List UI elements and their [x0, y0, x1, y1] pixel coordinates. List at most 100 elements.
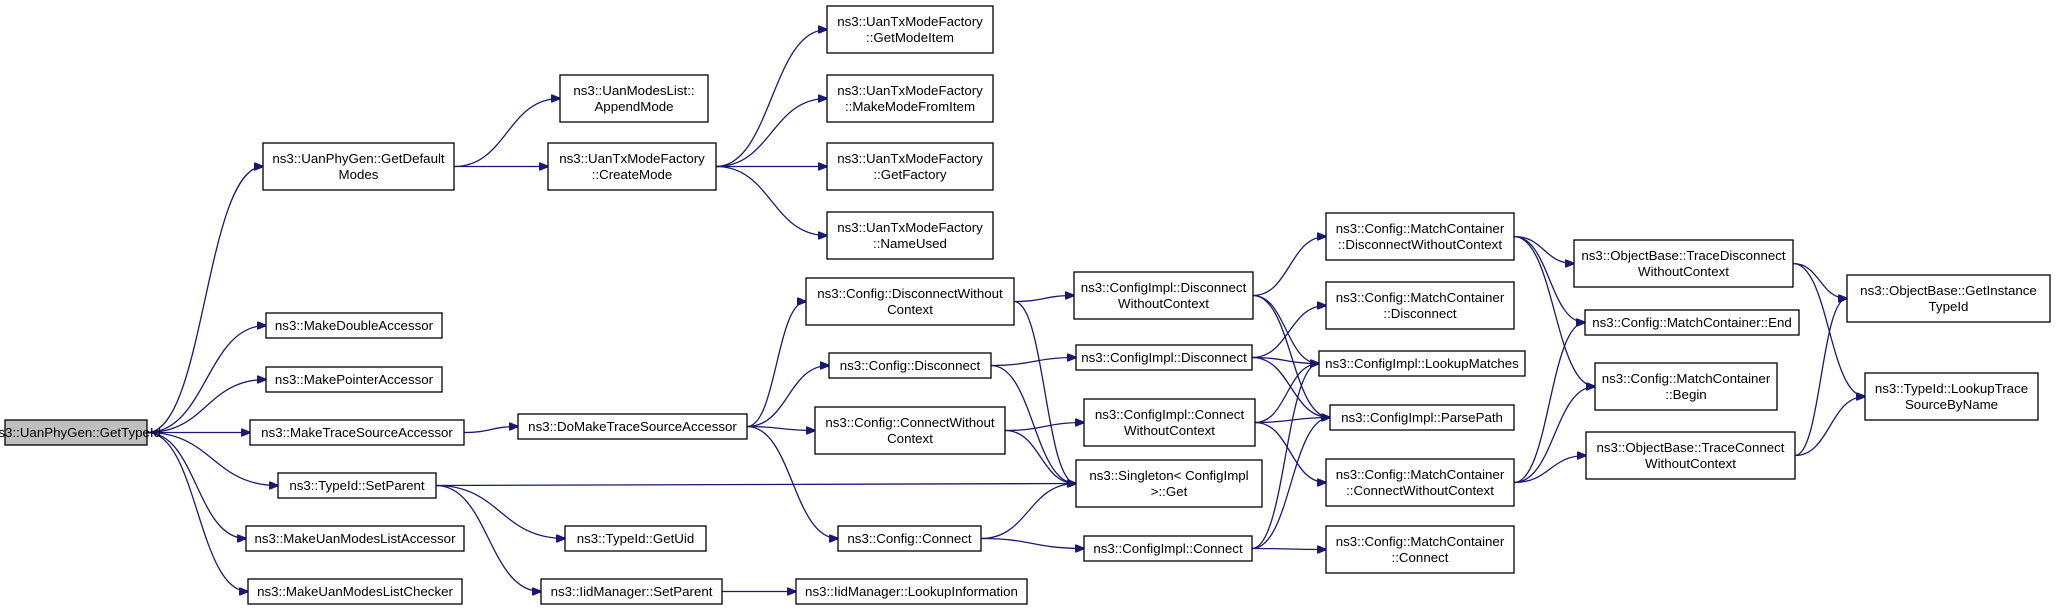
node-box	[262, 142, 455, 191]
node-mc-end[interactable]: ns3::Config::MatchContainer::End	[1584, 309, 1800, 336]
node-label: ns3::MakeTraceSourceAccessor	[261, 425, 453, 440]
node-label: ns3::ConfigImpl::Connect	[1093, 541, 1243, 556]
node-label: WithoutContext	[1645, 456, 1736, 471]
node-impl-disconnect-without-context[interactable]: ns3::ConfigImpl::DisconnectWithoutContex…	[1073, 271, 1254, 320]
node-make-trace-source-accessor[interactable]: ns3::MakeTraceSourceAccessor	[249, 419, 465, 446]
node-root[interactable]: ns3::UanPhyGen::GetTypeId	[0, 419, 161, 446]
node-get-factory[interactable]: ns3::UanTxModeFactory::GetFactory	[826, 142, 994, 191]
node-impl-connect[interactable]: ns3::ConfigImpl::Connect	[1083, 535, 1253, 562]
node-box	[1325, 458, 1515, 507]
node-name-used[interactable]: ns3::UanTxModeFactory::NameUsed	[826, 211, 994, 260]
node-box	[1329, 404, 1515, 431]
edge-impl-disconnect-without-context-to-lookup-matches	[1252, 294, 1319, 364]
edge-trace-connect-without-context-to-get-instance-type-id	[1794, 299, 1847, 457]
node-append-mode[interactable]: ns3::UanModesList::AppendMode	[559, 74, 709, 123]
node-mc-disconnect[interactable]: ns3::Config::MatchContainer::Disconnect	[1325, 281, 1515, 330]
node-impl-disconnect[interactable]: ns3::ConfigImpl::Disconnect	[1075, 344, 1253, 371]
node-make-double-accessor[interactable]: ns3::MakeDoubleAccessor	[265, 312, 443, 339]
node-create-mode[interactable]: ns3::UanTxModeFactory::CreateMode	[547, 142, 717, 191]
node-label: ::GetModeItem	[866, 30, 954, 45]
edge-impl-disconnect-without-context-to-parse-path	[1252, 294, 1330, 418]
node-label: ::Connect	[1392, 550, 1449, 565]
node-label: WithoutContext	[1124, 423, 1215, 438]
edge-config-disconnect-without-context-to-singleton-get	[1013, 300, 1076, 484]
node-label: ::NameUsed	[873, 236, 947, 251]
node-label: Context	[887, 302, 933, 317]
node-label: WithoutContext	[1118, 296, 1209, 311]
node-label: ns3::ConfigImpl::ParsePath	[1341, 410, 1503, 425]
edge-root-to-make-uan-modes-list-checker	[146, 431, 248, 592]
node-label: ns3::Config::MatchContainer	[1336, 221, 1505, 236]
node-label: ns3::Config::MatchContainer	[1602, 371, 1771, 386]
node-box	[1073, 271, 1254, 320]
node-make-mode-from-item[interactable]: ns3::UanTxModeFactory::MakeModeFromItem	[826, 74, 994, 123]
node-box	[1325, 525, 1515, 574]
node-box	[1864, 372, 2039, 421]
edge-do-make-trace-source-accessor-to-config-disconnect-without-context	[746, 302, 806, 428]
node-box	[1075, 459, 1263, 508]
node-label: ns3::UanTxModeFactory	[837, 14, 983, 29]
node-lookup-matches[interactable]: ns3::ConfigImpl::LookupMatches	[1318, 350, 1526, 377]
node-get-uid[interactable]: ns3::TypeId::GetUid	[564, 525, 707, 552]
node-trace-connect-without-context[interactable]: ns3::ObjectBase::TraceConnectWithoutCont…	[1585, 431, 1796, 480]
node-label: ns3::Config::MatchContainer	[1336, 467, 1505, 482]
node-make-uan-modes-list-checker[interactable]: ns3::MakeUanModesListChecker	[247, 578, 463, 605]
node-label: ::CreateMode	[592, 167, 673, 182]
node-label: ns3::ConfigImpl::Disconnect	[1081, 280, 1247, 295]
node-label: TypeId	[1929, 299, 1969, 314]
node-label: WithoutContext	[1638, 264, 1729, 279]
node-lookup-information[interactable]: ns3::IidManager::LookupInformation	[795, 578, 1028, 605]
edge-type-id-set-parent-to-singleton-get	[435, 484, 1076, 486]
node-label: ns3::Config::MatchContainer::End	[1592, 315, 1792, 330]
node-label: ns3::ConfigImpl::Disconnect	[1081, 350, 1247, 365]
node-box	[826, 211, 994, 260]
edge-impl-disconnect-to-mc-disconnect	[1251, 306, 1326, 359]
node-label: ns3::TypeId::LookupTrace	[1875, 381, 2028, 396]
node-do-make-trace-source-accessor[interactable]: ns3::DoMakeTraceSourceAccessor	[517, 413, 748, 440]
node-impl-connect-without-context[interactable]: ns3::ConfigImpl::ConnectWithoutContext	[1083, 398, 1256, 447]
edge-do-make-trace-source-accessor-to-config-disconnect	[746, 366, 829, 428]
node-mc-connect-without-context[interactable]: ns3::Config::MatchContainer::ConnectWith…	[1325, 458, 1515, 507]
node-box	[540, 578, 723, 605]
node-make-pointer-accessor[interactable]: ns3::MakePointerAccessor	[265, 366, 443, 393]
node-label: ::Begin	[1665, 387, 1706, 402]
node-label: SourceByName	[1905, 397, 1998, 412]
node-label: ns3::TypeId::GetUid	[577, 531, 695, 546]
edge-impl-connect-to-lookup-matches	[1251, 364, 1319, 550]
node-box	[814, 406, 1006, 455]
node-label: ::GetFactory	[873, 167, 947, 182]
node-box	[277, 472, 437, 499]
node-config-disconnect-without-context[interactable]: ns3::Config::DisconnectWithoutContext	[805, 277, 1015, 326]
node-config-disconnect[interactable]: ns3::Config::Disconnect	[828, 352, 992, 379]
node-box	[547, 142, 717, 191]
node-mc-begin[interactable]: ns3::Config::MatchContainer::Begin	[1594, 362, 1778, 411]
node-box	[1083, 535, 1253, 562]
node-box	[826, 74, 994, 123]
node-get-mode-item[interactable]: ns3::UanTxModeFactory::GetModeItem	[826, 5, 994, 54]
node-label: ns3::UanTxModeFactory	[837, 151, 983, 166]
edge-impl-disconnect-to-parse-path	[1251, 356, 1330, 418]
node-iid-set-parent[interactable]: ns3::IidManager::SetParent	[540, 578, 723, 605]
node-mc-disconnect-without-context[interactable]: ns3::Config::MatchContainer::DisconnectW…	[1325, 212, 1515, 261]
edge-trace-disconnect-without-context-to-get-instance-type-id	[1792, 262, 1847, 299]
node-label: Context	[887, 431, 933, 446]
node-label: ns3::Config::Connect	[847, 531, 971, 546]
edge-mc-connect-without-context-to-mc-begin	[1513, 387, 1595, 484]
node-box	[517, 413, 748, 440]
node-box	[249, 419, 465, 446]
node-singleton-get[interactable]: ns3::Singleton< ConfigImpl>::Get	[1075, 459, 1263, 508]
edge-impl-connect-without-context-to-mc-connect-without-context	[1254, 421, 1326, 483]
node-config-connect-without-context[interactable]: ns3::Config::ConnectWithoutContext	[814, 406, 1006, 455]
node-trace-disconnect-without-context[interactable]: ns3::ObjectBase::TraceDisconnectWithoutC…	[1573, 239, 1794, 288]
node-parse-path[interactable]: ns3::ConfigImpl::ParsePath	[1329, 404, 1515, 431]
edge-config-connect-without-context-to-singleton-get	[1004, 429, 1076, 484]
node-box	[559, 74, 709, 123]
node-mc-connect[interactable]: ns3::Config::MatchContainer::Connect	[1325, 525, 1515, 574]
node-make-uan-modes-list-accessor[interactable]: ns3::MakeUanModesListAccessor	[245, 525, 465, 552]
edge-root-to-make-uan-modes-list-accessor	[146, 431, 246, 539]
node-type-id-set-parent[interactable]: ns3::TypeId::SetParent	[277, 472, 437, 499]
node-config-connect[interactable]: ns3::Config::Connect	[837, 525, 982, 552]
